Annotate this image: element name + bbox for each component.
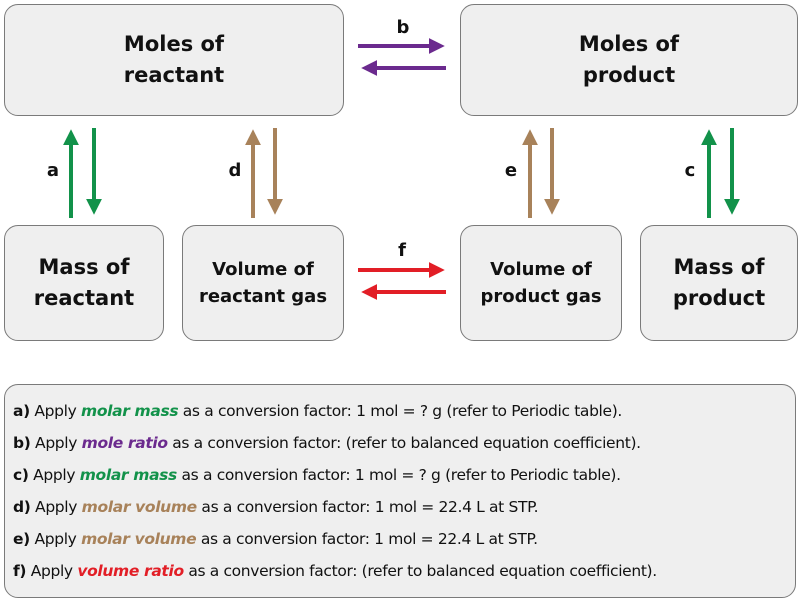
- legend-key: c): [13, 466, 29, 484]
- legend-pre: Apply: [30, 498, 82, 516]
- volume-of-product-gas-label: Volume of product gas: [480, 259, 602, 307]
- arrow-label-c: c: [684, 160, 696, 181]
- moles-of-reactant-box: Moles of reactant: [4, 4, 344, 116]
- mass-of-product-box: Mass of product: [640, 225, 798, 341]
- legend-post: as a conversion factor: 1 mol = 22.4 L a…: [196, 530, 538, 548]
- legend-row-b: b) Apply mole ratio as a conversion fact…: [13, 433, 795, 465]
- arrow-label-e: e: [504, 160, 518, 181]
- legend-row-f: f) Apply volume ratio as a conversion fa…: [13, 561, 795, 593]
- legend-term: volume ratio: [77, 562, 184, 580]
- volume-of-product-gas-box: Volume of product gas: [460, 225, 622, 341]
- legend-row-e: e) Apply molar volume as a conversion fa…: [13, 529, 795, 561]
- arrow-label-b: b: [396, 17, 410, 38]
- arrow-label-f: f: [398, 240, 406, 261]
- legend-key: d): [13, 498, 31, 516]
- legend-key: f): [13, 562, 27, 580]
- legend-key: a): [13, 402, 30, 420]
- legend-pre: Apply: [29, 530, 82, 548]
- arrow-label-a: a: [46, 160, 60, 181]
- legend-post: as a conversion factor: (refer to balanc…: [183, 562, 657, 580]
- legend-key: e): [13, 530, 30, 548]
- legend-pre: Apply: [30, 434, 82, 452]
- legend-term: molar mass: [81, 402, 179, 420]
- volume-of-reactant-gas-box: Volume of reactant gas: [182, 225, 344, 341]
- legend-row-d: d) Apply molar volume as a conversion fa…: [13, 497, 795, 529]
- moles-of-product-label: Moles of product: [578, 32, 680, 87]
- moles-of-reactant-label: Moles of reactant: [123, 32, 225, 87]
- legend-box: a) Apply molar mass as a conversion fact…: [4, 384, 796, 598]
- legend-row-c: c) Apply molar mass as a conversion fact…: [13, 465, 795, 497]
- legend-term: mole ratio: [81, 434, 168, 452]
- legend-post: as a conversion factor: 1 mol = ? g (ref…: [178, 402, 623, 420]
- mass-of-reactant-label: Mass of reactant: [33, 255, 135, 310]
- legend-term: molar mass: [79, 466, 178, 484]
- legend-pre: Apply: [26, 562, 78, 580]
- legend-key: b): [13, 434, 31, 452]
- legend-post: as a conversion factor: (refer to balanc…: [167, 434, 641, 452]
- arrow-label-d: d: [228, 160, 242, 181]
- legend-post: as a conversion factor: 1 mol = ? g (ref…: [176, 466, 622, 484]
- mass-of-reactant-box: Mass of reactant: [4, 225, 164, 341]
- legend-row-a: a) Apply molar mass as a conversion fact…: [13, 401, 795, 433]
- moles-of-product-box: Moles of product: [460, 4, 798, 116]
- mass-of-product-label: Mass of product: [672, 255, 766, 310]
- legend-term: molar volume: [81, 530, 197, 548]
- legend-pre: Apply: [28, 466, 80, 484]
- legend-term: molar volume: [81, 498, 198, 516]
- legend-pre: Apply: [29, 402, 82, 420]
- legend-post: as a conversion factor: 1 mol = 22.4 L a…: [196, 498, 539, 516]
- volume-of-reactant-gas-label: Volume of reactant gas: [198, 259, 328, 307]
